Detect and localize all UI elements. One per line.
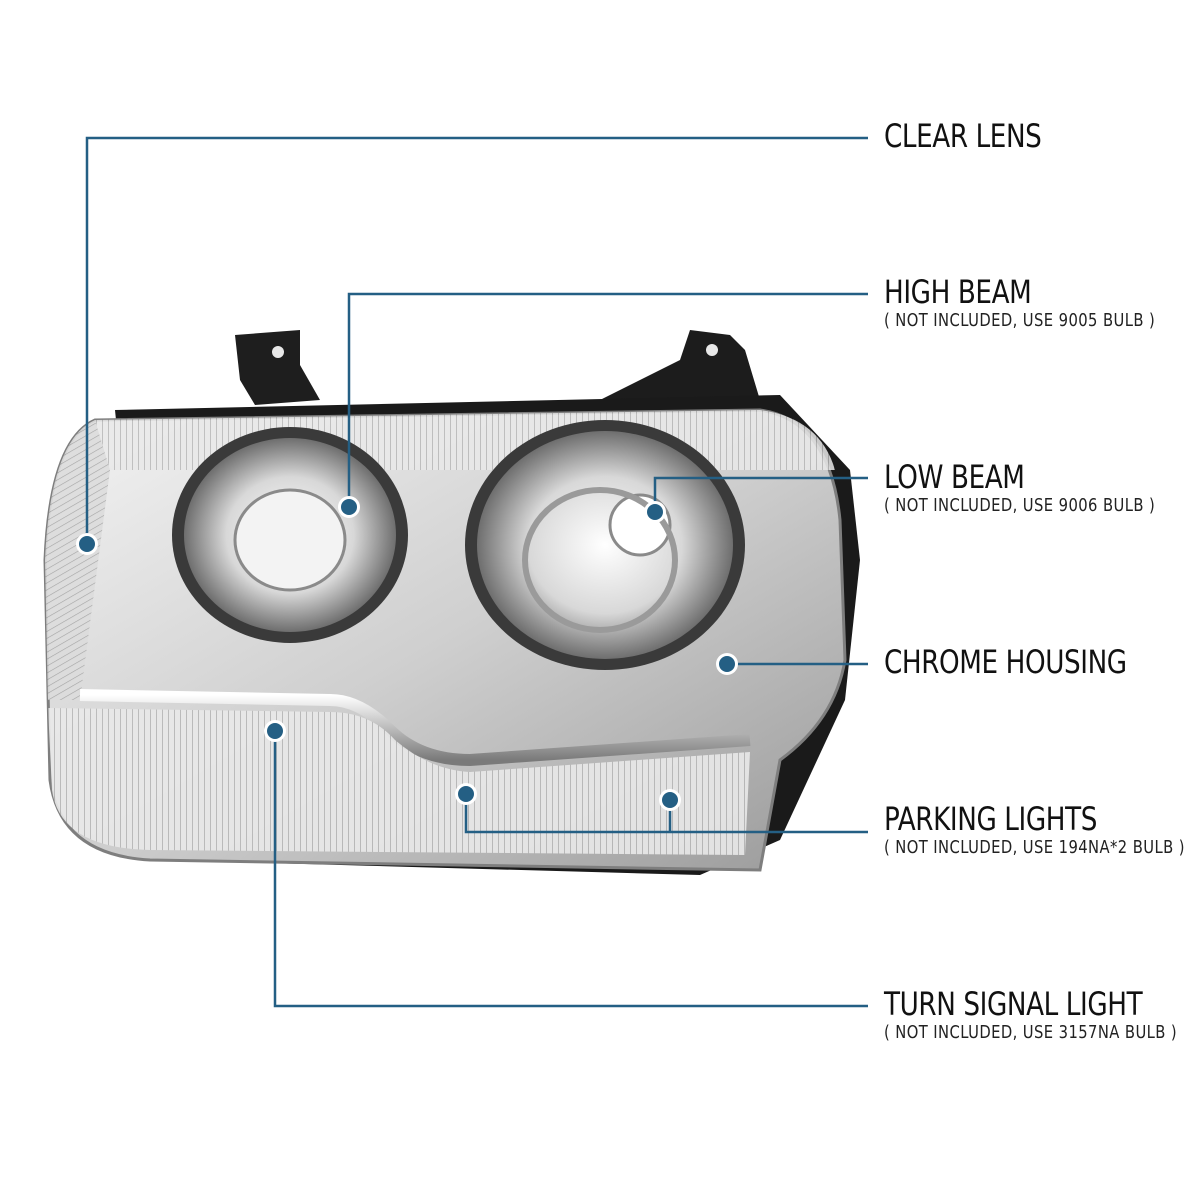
callout-note: ( NOT INCLUDED, USE 3157NA BULB ) bbox=[884, 1022, 1178, 1043]
callout-title: PARKING LIGHTS bbox=[884, 800, 1097, 838]
leader-lines bbox=[85, 136, 868, 1008]
chrome-swoop bbox=[79, 689, 751, 767]
mounting-bracket-right bbox=[600, 330, 760, 415]
leader-parking-lights bbox=[464, 795, 868, 834]
high-beam-reflector bbox=[172, 427, 408, 643]
marker-parking-light-2 bbox=[659, 789, 681, 811]
marker-chrome-housing bbox=[716, 653, 738, 675]
marker-high-beam bbox=[338, 496, 360, 518]
callout-title: TURN SIGNAL LIGHT bbox=[884, 985, 1143, 1023]
leader-turn-signal bbox=[273, 732, 868, 1008]
callout-parking-lights: PARKING LIGHTS ( NOT INCLUDED, USE 194NA… bbox=[884, 803, 1200, 857]
callout-title: HIGH BEAM bbox=[884, 273, 1032, 311]
callout-note: ( NOT INCLUDED, USE 194NA*2 BULB ) bbox=[884, 837, 1185, 858]
lens-side-face bbox=[45, 420, 110, 700]
callout-title: CLEAR LENS bbox=[884, 117, 1042, 155]
callout-clear-lens: CLEAR LENS bbox=[884, 120, 1076, 152]
callout-note: ( NOT INCLUDED, USE 9006 BULB ) bbox=[884, 495, 1156, 516]
marker-turn-signal bbox=[264, 720, 286, 742]
headlight-illustration bbox=[43, 330, 860, 875]
callout-low-beam: LOW BEAM ( NOT INCLUDED, USE 9006 BULB ) bbox=[884, 461, 1200, 515]
leader-high-beam bbox=[347, 292, 868, 504]
callout-turn-signal-light: TURN SIGNAL LIGHT ( NOT INCLUDED, USE 31… bbox=[884, 988, 1200, 1042]
lower-lamp-section bbox=[48, 708, 750, 855]
low-beam-reflector bbox=[465, 420, 745, 670]
callout-markers bbox=[76, 496, 738, 811]
callout-note: ( NOT INCLUDED, USE 9005 BULB ) bbox=[884, 310, 1156, 331]
mounting-bracket-left bbox=[235, 330, 320, 405]
callout-title: LOW BEAM bbox=[884, 458, 1025, 496]
callout-high-beam: HIGH BEAM ( NOT INCLUDED, USE 9005 BULB … bbox=[884, 276, 1200, 330]
callout-title: CHROME HOUSING bbox=[884, 643, 1127, 681]
marker-low-beam bbox=[644, 501, 666, 523]
leader-low-beam bbox=[653, 476, 868, 510]
marker-clear-lens bbox=[76, 533, 98, 555]
marker-parking-light-1 bbox=[455, 783, 477, 805]
leader-clear-lens bbox=[85, 136, 868, 540]
callout-chrome-housing: CHROME HOUSING bbox=[884, 646, 1180, 678]
